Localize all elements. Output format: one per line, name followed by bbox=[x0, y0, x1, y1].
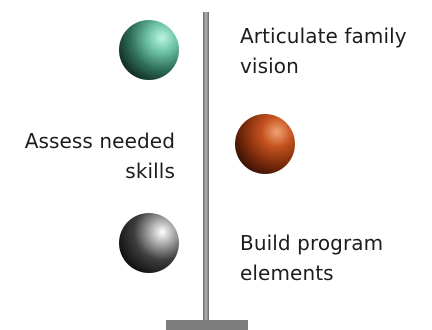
step-3-text: Build program elements bbox=[240, 231, 384, 285]
step-label-build-elements: Build program elements bbox=[240, 228, 410, 288]
step-2-text: Assess needed skills bbox=[24, 129, 175, 183]
teal-sphere-icon bbox=[119, 20, 179, 80]
step-label-assess-skills: Assess needed skills bbox=[2, 126, 175, 186]
step-1-text: Articulate family vision bbox=[240, 24, 407, 78]
rust-sphere-icon bbox=[235, 114, 295, 174]
silver-sphere-icon bbox=[119, 213, 179, 273]
vertical-pole bbox=[203, 12, 209, 322]
step-label-articulate-vision: Articulate family vision bbox=[240, 21, 430, 81]
pole-base bbox=[166, 320, 248, 330]
